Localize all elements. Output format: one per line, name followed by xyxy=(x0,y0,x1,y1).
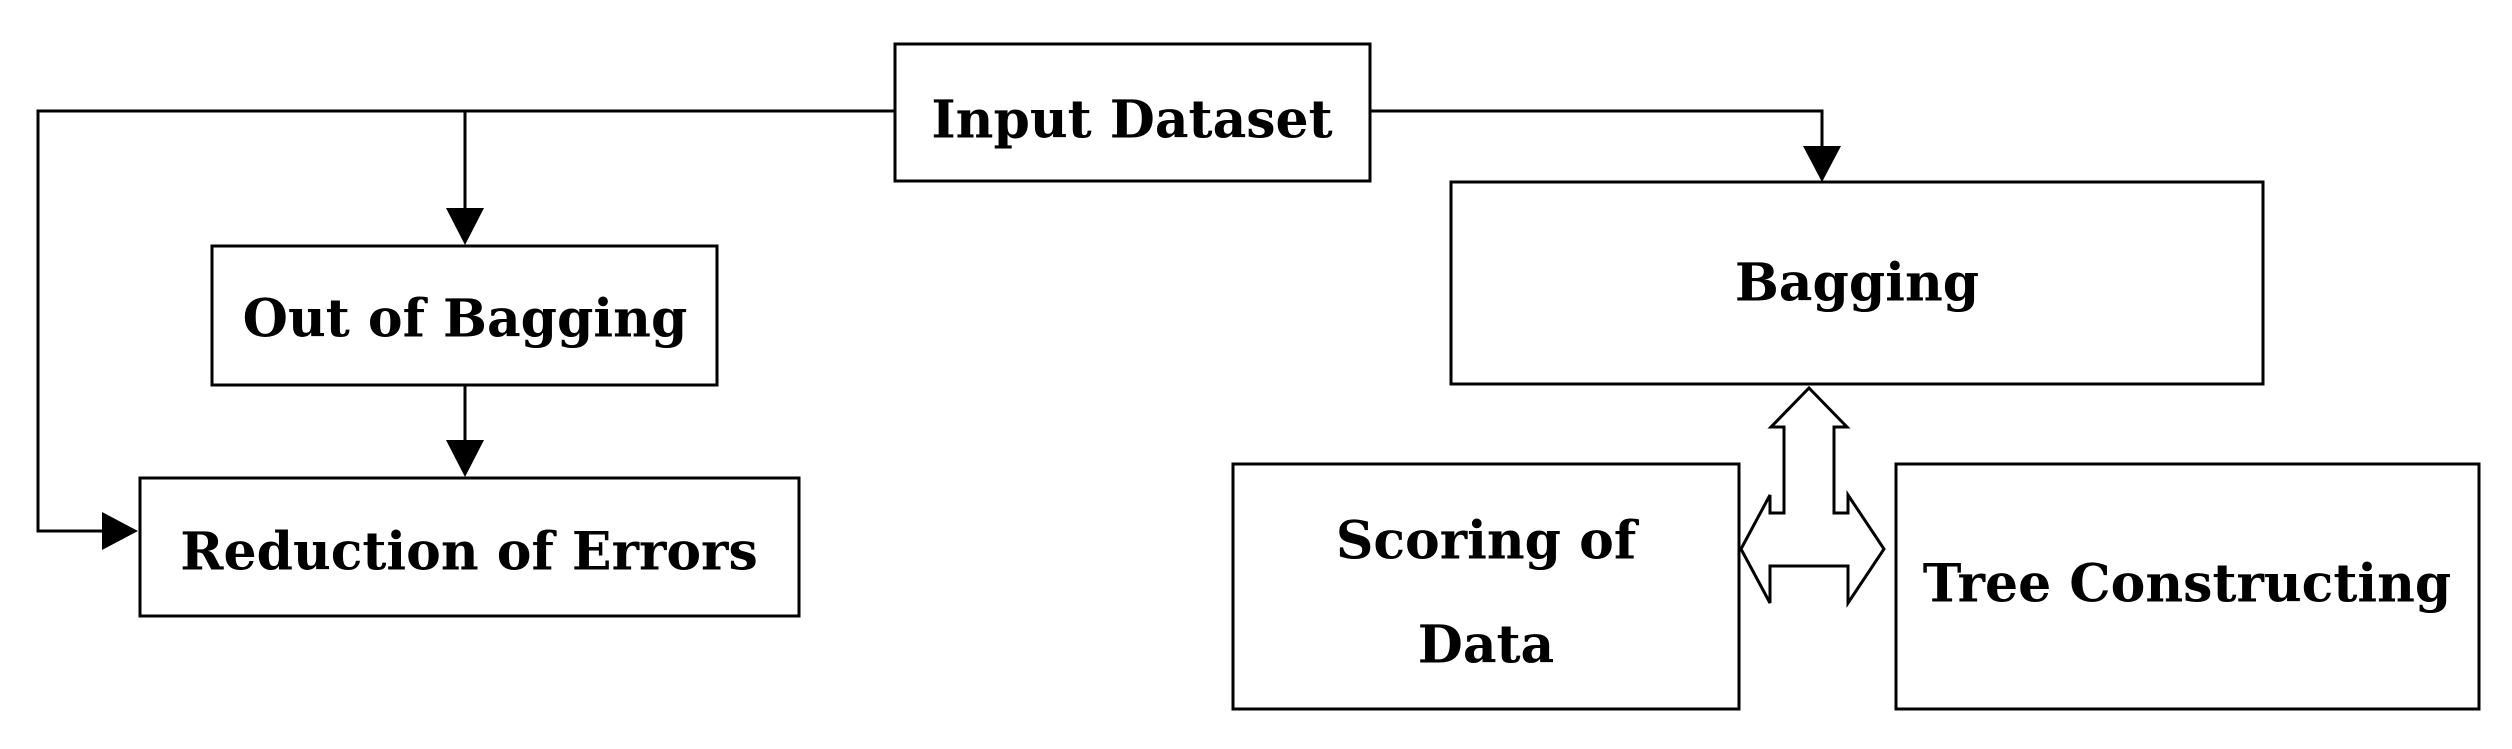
node-scoring-of-data-label-line1: Scoring of xyxy=(1336,511,1640,572)
node-input-dataset-label: Input Dataset xyxy=(931,90,1332,151)
node-bagging: Bagging xyxy=(1449,180,2265,386)
node-tree-constructing-label: Tree Constructing xyxy=(1923,554,2452,615)
arrowhead-reduction-top xyxy=(446,440,484,477)
node-tree-constructing: Tree Constructing xyxy=(1894,462,2481,711)
arrowhead-reduction-left xyxy=(102,512,138,550)
node-out-of-bagging-label: Out of Bagging xyxy=(243,289,688,350)
node-input-dataset: Input Dataset xyxy=(893,42,1372,183)
three-way-hollow-arrow xyxy=(1739,385,1886,608)
edge-input-to-bagging xyxy=(1370,109,1824,148)
node-scoring-of-data-label-line2: Data xyxy=(1418,615,1555,676)
node-scoring-of-data: Scoring of Data xyxy=(1231,462,1741,711)
connectors xyxy=(36,109,1841,550)
node-bagging-label: Bagging xyxy=(1735,253,1979,314)
node-reduction-of-errors-label: Reduction of Errors xyxy=(180,522,757,583)
arrowhead-bagging xyxy=(1803,146,1841,182)
node-out-of-bagging: Out of Bagging xyxy=(210,244,719,387)
arrowhead-out-of-bagging xyxy=(446,208,484,245)
node-reduction-of-errors: Reduction of Errors xyxy=(138,476,801,618)
